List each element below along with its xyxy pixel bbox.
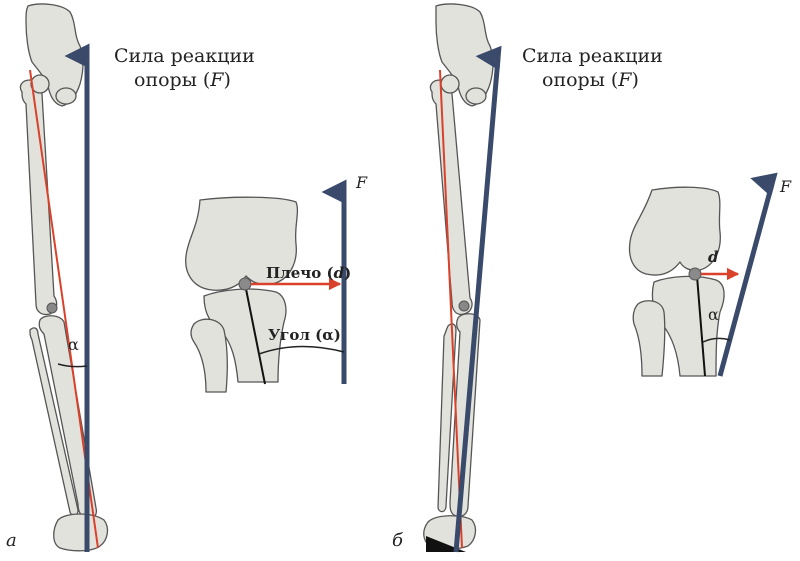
inset-knee-center-a bbox=[238, 277, 252, 291]
mechanical-axis-b bbox=[439, 69, 463, 549]
inset-femur-condyles-b bbox=[628, 186, 721, 276]
inset-fibula-a bbox=[190, 318, 228, 393]
angle-arc-a bbox=[57, 363, 88, 368]
inset-fibula-b bbox=[632, 300, 666, 377]
knee-inset-b: F d α bbox=[628, 172, 792, 377]
knee-center-a bbox=[46, 302, 58, 314]
angle-label-a: α bbox=[68, 335, 79, 354]
femur-bone bbox=[429, 79, 473, 316]
inset-force-label-a: F bbox=[355, 173, 368, 192]
femoral-head bbox=[440, 74, 460, 94]
inset-tibial-axis-b bbox=[696, 275, 706, 377]
panel-b-letter: б bbox=[392, 530, 404, 551]
inset-tibial-axis-a bbox=[244, 283, 266, 385]
inset-angle-arc-b bbox=[702, 337, 731, 343]
inset-arm-label-a: Плечо (d) bbox=[266, 264, 351, 282]
inset-arm-label-b: d bbox=[708, 248, 719, 266]
panel-a: α Сила реакции опоры (F) а F Плечо (d) У bbox=[6, 3, 368, 552]
panel-a-title-line2: опоры (F) bbox=[134, 69, 231, 91]
ground-reaction-force-arrow-b bbox=[453, 45, 502, 553]
inset-knee-center-b bbox=[688, 267, 702, 281]
inset-angle-label-a: Угол (α) bbox=[268, 326, 341, 344]
panel-b: Сила реакции опоры (F) б F d α bbox=[392, 3, 792, 553]
knee-inset-a: F Плечо (d) Угол (α) bbox=[185, 173, 368, 393]
obturator-hole bbox=[465, 87, 487, 105]
leg-skeleton-a bbox=[19, 3, 109, 552]
femur-bone bbox=[19, 79, 58, 316]
inset-force-label-b: F bbox=[779, 177, 792, 196]
inset-angle-arc-a bbox=[258, 345, 345, 355]
inset-force-arrow-b bbox=[717, 172, 778, 377]
foot-bones bbox=[53, 513, 109, 552]
panel-b-title-line1: Сила реакции bbox=[522, 45, 663, 67]
panel-b-title-line2: опоры (F) bbox=[542, 69, 639, 91]
knee-center-b bbox=[458, 300, 470, 312]
obturator-hole bbox=[55, 87, 77, 105]
pelvis-bone bbox=[435, 3, 494, 107]
panel-a-letter: а bbox=[6, 530, 17, 551]
panel-a-title-line1: Сила реакции bbox=[114, 45, 255, 67]
fibula-bone bbox=[437, 323, 457, 513]
inset-angle-label-b: α bbox=[708, 305, 719, 324]
pelvis-bone bbox=[25, 3, 84, 107]
